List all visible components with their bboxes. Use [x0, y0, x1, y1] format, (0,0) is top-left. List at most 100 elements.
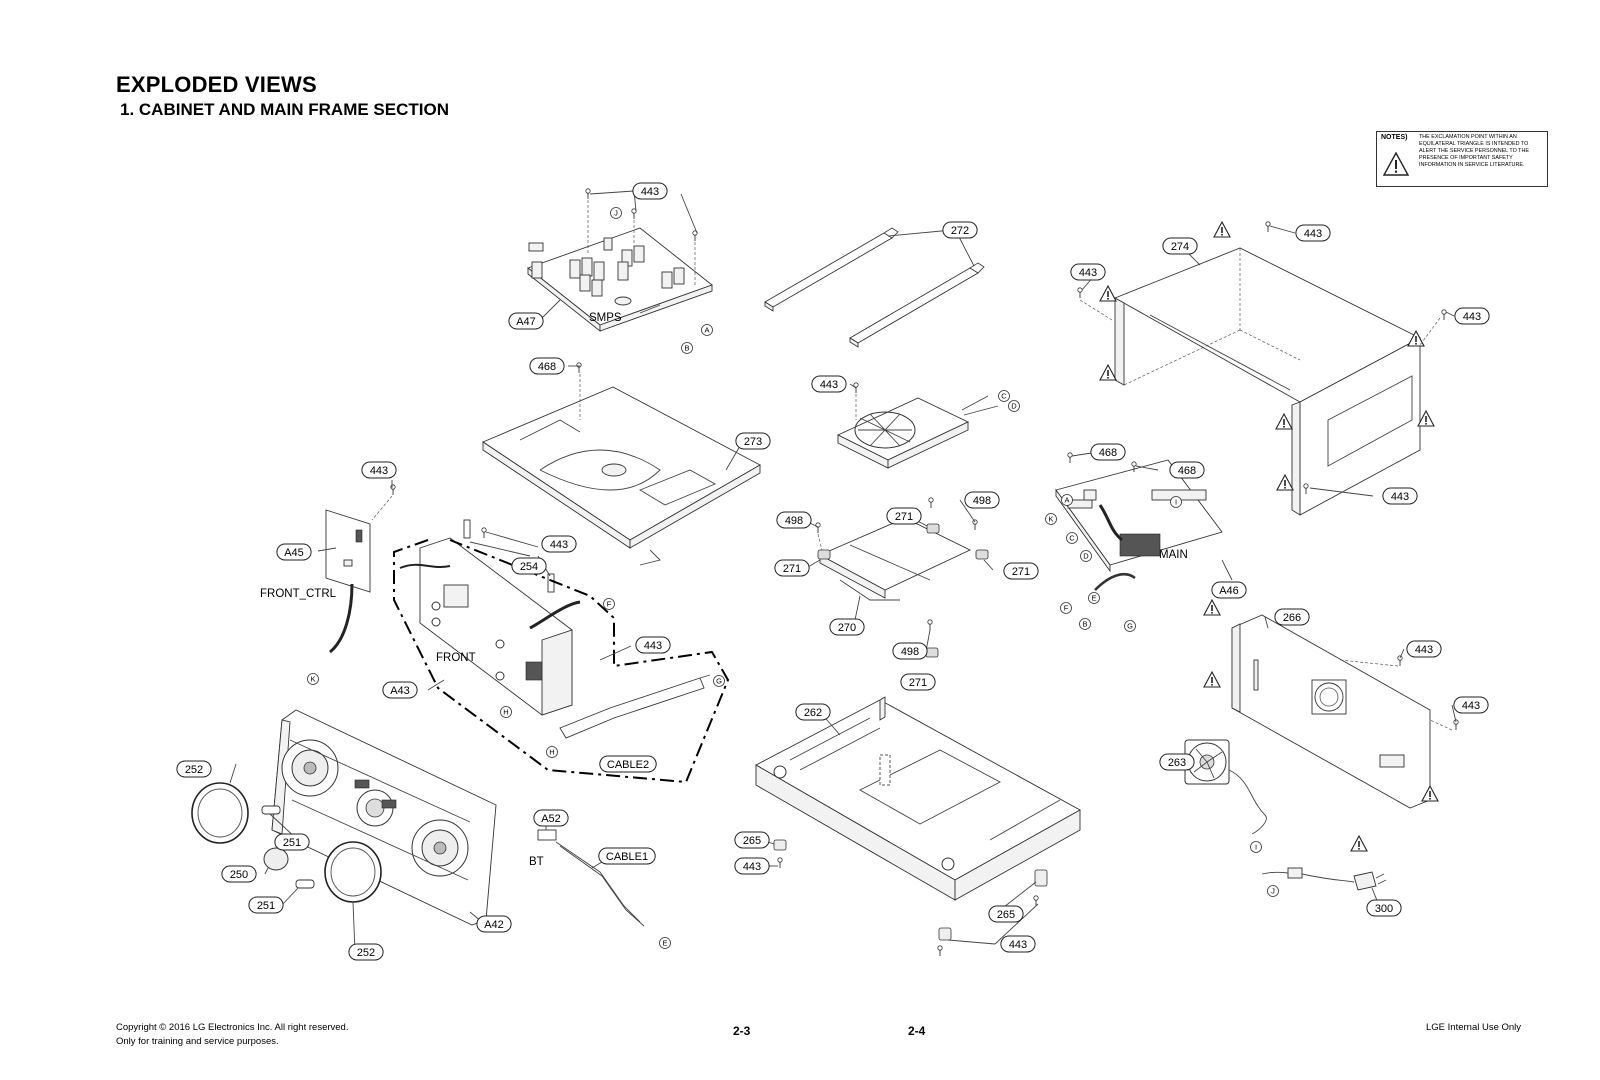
callout-label: 271: [895, 511, 913, 523]
connector-letter-d-loader: D: [1008, 400, 1020, 412]
callout-498-bottom: 498: [892, 642, 928, 660]
connector-letter-label: F: [1064, 604, 1069, 613]
callout-443-cover-bottom: 443: [1382, 487, 1418, 505]
bottom-chassis-262: [755, 696, 1081, 901]
warning-triangle-icon: [1099, 285, 1117, 302]
bt-module-a52: [537, 829, 645, 927]
internal-use-text: LGE Internal Use Only: [1426, 1022, 1522, 1033]
top-cover-274: [1113, 247, 1421, 516]
callout-label: 300: [1375, 903, 1393, 915]
callout-label: 254: [520, 561, 538, 573]
fan-263: [1184, 739, 1267, 835]
connector-letter-label: J: [614, 209, 618, 218]
main-board-a46: [1055, 459, 1223, 591]
callout-label: 272: [951, 225, 969, 237]
warning-triangle-icon: [1099, 364, 1117, 381]
copyright-text: Copyright © 2016 LG Electronics Inc. All…: [116, 1022, 349, 1033]
front-ctrl-label: FRONT_CTRL: [260, 588, 337, 600]
callout-label: 498: [901, 646, 919, 658]
callout-468-main-left: 468: [1090, 443, 1126, 461]
callout-266: 266: [1274, 608, 1310, 626]
callout-label: 252: [357, 947, 375, 959]
callout-cable1: CABLE1: [598, 847, 656, 865]
callout-label: 443: [1462, 700, 1480, 712]
callout-251-top: 251: [274, 833, 310, 851]
callout-label: 252: [185, 764, 203, 776]
callout-label: A42: [484, 919, 504, 931]
callout-label: 251: [257, 900, 275, 912]
callout-label: 443: [644, 640, 662, 652]
connector-letter-b-smps: B: [681, 342, 693, 354]
bt-label: BT: [529, 856, 544, 868]
callout-443-front: 443: [541, 535, 577, 553]
callout-label: 443: [1463, 311, 1481, 323]
callout-label: 468: [1178, 465, 1196, 477]
callout-label: 265: [997, 909, 1015, 921]
callout-498-right: 498: [964, 491, 1000, 509]
connector-letter-h-front: H: [500, 706, 512, 718]
callout-label: A47: [516, 316, 536, 328]
page-title: EXPLODED VIEWS: [116, 72, 317, 97]
warning-triangle-icon: [1203, 599, 1221, 616]
warning-triangle-icon: [1383, 152, 1409, 176]
callout-label: 443: [1415, 644, 1433, 656]
callout-label: 498: [973, 495, 991, 507]
connector-letter-label: B: [1082, 620, 1087, 629]
warning-triangle-icon: [1213, 221, 1231, 238]
chassis-plate-273: [482, 386, 761, 566]
callout-443-cover-left: 443: [1070, 263, 1106, 281]
callout-498-left: 498: [776, 511, 812, 529]
callout-label: 262: [804, 707, 822, 719]
connector-letter-c-main: C: [1066, 532, 1078, 544]
callout-label: A43: [390, 685, 410, 697]
callout-a52: A52: [533, 809, 569, 827]
connector-letter-e-main: E: [1088, 592, 1100, 604]
callout-a45: A45: [276, 543, 312, 561]
connector-letter-label: C: [1001, 392, 1007, 401]
connector-letter-label: H: [549, 748, 554, 757]
notes-label: NOTES): [1381, 134, 1408, 141]
training-text: Only for training and service purposes.: [116, 1036, 279, 1047]
callout-262: 262: [795, 703, 831, 721]
connector-letter-j-smps: J: [610, 207, 622, 219]
callout-265-left: 265: [734, 831, 770, 849]
warning-triangle-icon: [1350, 835, 1368, 852]
callout-label: 274: [1171, 241, 1189, 253]
callout-443-smps: 443: [632, 182, 668, 200]
connector-letter-h-cable2: H: [546, 746, 558, 758]
connector-letter-k-frontctrl: K: [307, 673, 319, 685]
callout-271-top: 271: [886, 507, 922, 525]
callout-252-top: 252: [176, 760, 212, 778]
connector-letter-label: K: [1048, 515, 1053, 524]
callout-270: 270: [829, 618, 865, 636]
callout-label: 270: [838, 622, 856, 634]
callout-label: 443: [1079, 267, 1097, 279]
callout-252-bottom: 252: [348, 943, 384, 961]
callout-label: 251: [283, 837, 301, 849]
callout-a46: A46: [1211, 581, 1247, 599]
callout-272: 272: [942, 221, 978, 239]
front-board-a43: [399, 519, 581, 716]
connector-letter-label: K: [310, 675, 315, 684]
callout-443-base-right: 443: [1000, 935, 1036, 953]
leader-lines: [229, 190, 1457, 953]
callout-label: 271: [783, 563, 801, 575]
callout-label: 250: [230, 869, 248, 881]
connector-letter-label: G: [1127, 622, 1133, 631]
warning-triangle-icon: [1203, 671, 1221, 688]
connector-letter-a-smps: A: [701, 324, 713, 336]
callout-label: 443: [370, 465, 388, 477]
callout-a47: A47: [508, 312, 544, 330]
callout-263: 263: [1159, 753, 1195, 771]
bracket-270: [818, 517, 972, 601]
warning-triangle-icon: [1275, 413, 1293, 430]
callout-label: 443: [743, 861, 761, 873]
front-label: FRONT: [436, 652, 476, 664]
connector-letter-g-main: G: [1124, 620, 1136, 632]
callout-label: 443: [1009, 939, 1027, 951]
connector-letter-label: I: [1175, 498, 1177, 507]
callout-468-main-right: 468: [1169, 461, 1205, 479]
